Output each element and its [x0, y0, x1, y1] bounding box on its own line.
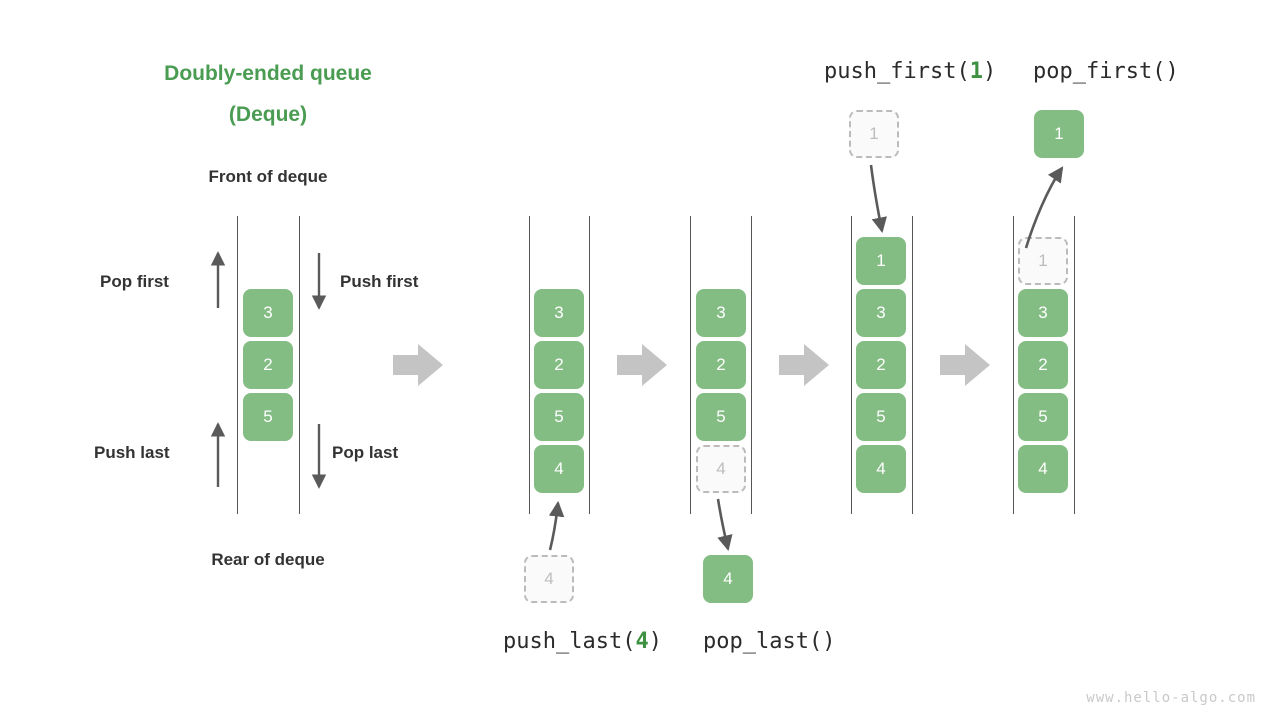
floating-cell-pop-last-result: 4: [703, 555, 753, 603]
cell-col5-0-ghost: 1: [1018, 237, 1068, 285]
cell-col5-4: 4: [1018, 445, 1068, 493]
flow-arrow-1: [393, 344, 443, 386]
op-push-last-arg: 4: [635, 629, 649, 654]
push-last-label: Push last: [94, 443, 170, 462]
floating-cell-pop-first-result: 1: [1034, 110, 1084, 158]
cell-col2-3: 4: [534, 445, 584, 493]
cell-col5-2: 2: [1018, 341, 1068, 389]
cell-col5-3: 5: [1018, 393, 1068, 441]
motion-arrow-push-last: [548, 500, 565, 551]
cell-col4-2: 2: [856, 341, 906, 389]
flow-arrow-4: [940, 344, 990, 386]
motion-arrow-pop-last: [716, 498, 733, 552]
op-push-last-name: push_last(: [503, 629, 636, 654]
op-pop-last-name: pop_last(): [703, 629, 836, 654]
cell-col1-1: 2: [243, 341, 293, 389]
rail-col4-right: [912, 216, 913, 514]
cell-col4-4: 4: [856, 445, 906, 493]
page-title-line2: (Deque): [228, 103, 308, 126]
op-label-pop-first: pop_first(): [1033, 59, 1179, 84]
rear-of-deque-label: Rear of deque: [211, 550, 325, 569]
cell-col2-1: 2: [534, 341, 584, 389]
rail-col1-left: [237, 216, 238, 514]
cell-col5-1: 3: [1018, 289, 1068, 337]
motion-arrow-pop-first: [1024, 166, 1064, 249]
rail-col4-left: [851, 216, 852, 514]
floating-cell-push-first-source: 1: [849, 110, 899, 158]
cell-col4-1: 3: [856, 289, 906, 337]
cell-col3-0: 3: [696, 289, 746, 337]
cell-col3-3-ghost: 4: [696, 445, 746, 493]
rail-col2-left: [529, 216, 530, 514]
cell-col3-2: 5: [696, 393, 746, 441]
front-of-deque-label: Front of deque: [208, 167, 328, 186]
floating-cell-push-last-source: 4: [524, 555, 574, 603]
rail-col3-left: [690, 216, 691, 514]
op-push-first-close: ): [982, 59, 997, 84]
cell-col2-2: 5: [534, 393, 584, 441]
flow-arrow-2: [617, 344, 667, 386]
push-first-label: Push first: [340, 272, 419, 291]
cell-col1-2: 5: [243, 393, 293, 441]
rail-col3-right: [751, 216, 752, 514]
op-push-first-arg: 1: [969, 59, 983, 84]
cell-col1-0: 3: [243, 289, 293, 337]
op-push-last-close: ): [648, 629, 662, 654]
pop-last-label: Pop last: [332, 443, 399, 462]
rail-col5-right: [1074, 216, 1075, 514]
rail-col1-right: [299, 216, 300, 514]
rail-col5-left: [1013, 216, 1014, 514]
op-pop-first-name: pop_first(): [1033, 59, 1179, 84]
watermark: www.hello-algo.com: [1086, 690, 1256, 706]
op-push-first-name: push_first(: [824, 59, 970, 84]
cell-col4-3: 5: [856, 393, 906, 441]
cell-col2-0: 3: [534, 289, 584, 337]
cell-col4-0: 1: [856, 237, 906, 285]
motion-arrow-push-first: [869, 164, 887, 234]
rail-col2-right: [589, 216, 590, 514]
op-label-push-first: push_first(1): [824, 59, 996, 84]
pop-first-label: Pop first: [100, 272, 169, 291]
op-label-push-last: push_last(4): [503, 629, 662, 654]
op-label-pop-last: pop_last(): [703, 629, 835, 654]
flow-arrow-3: [779, 344, 829, 386]
page-title-line1: Doubly-ended queue: [164, 62, 372, 85]
cell-col3-1: 2: [696, 341, 746, 389]
